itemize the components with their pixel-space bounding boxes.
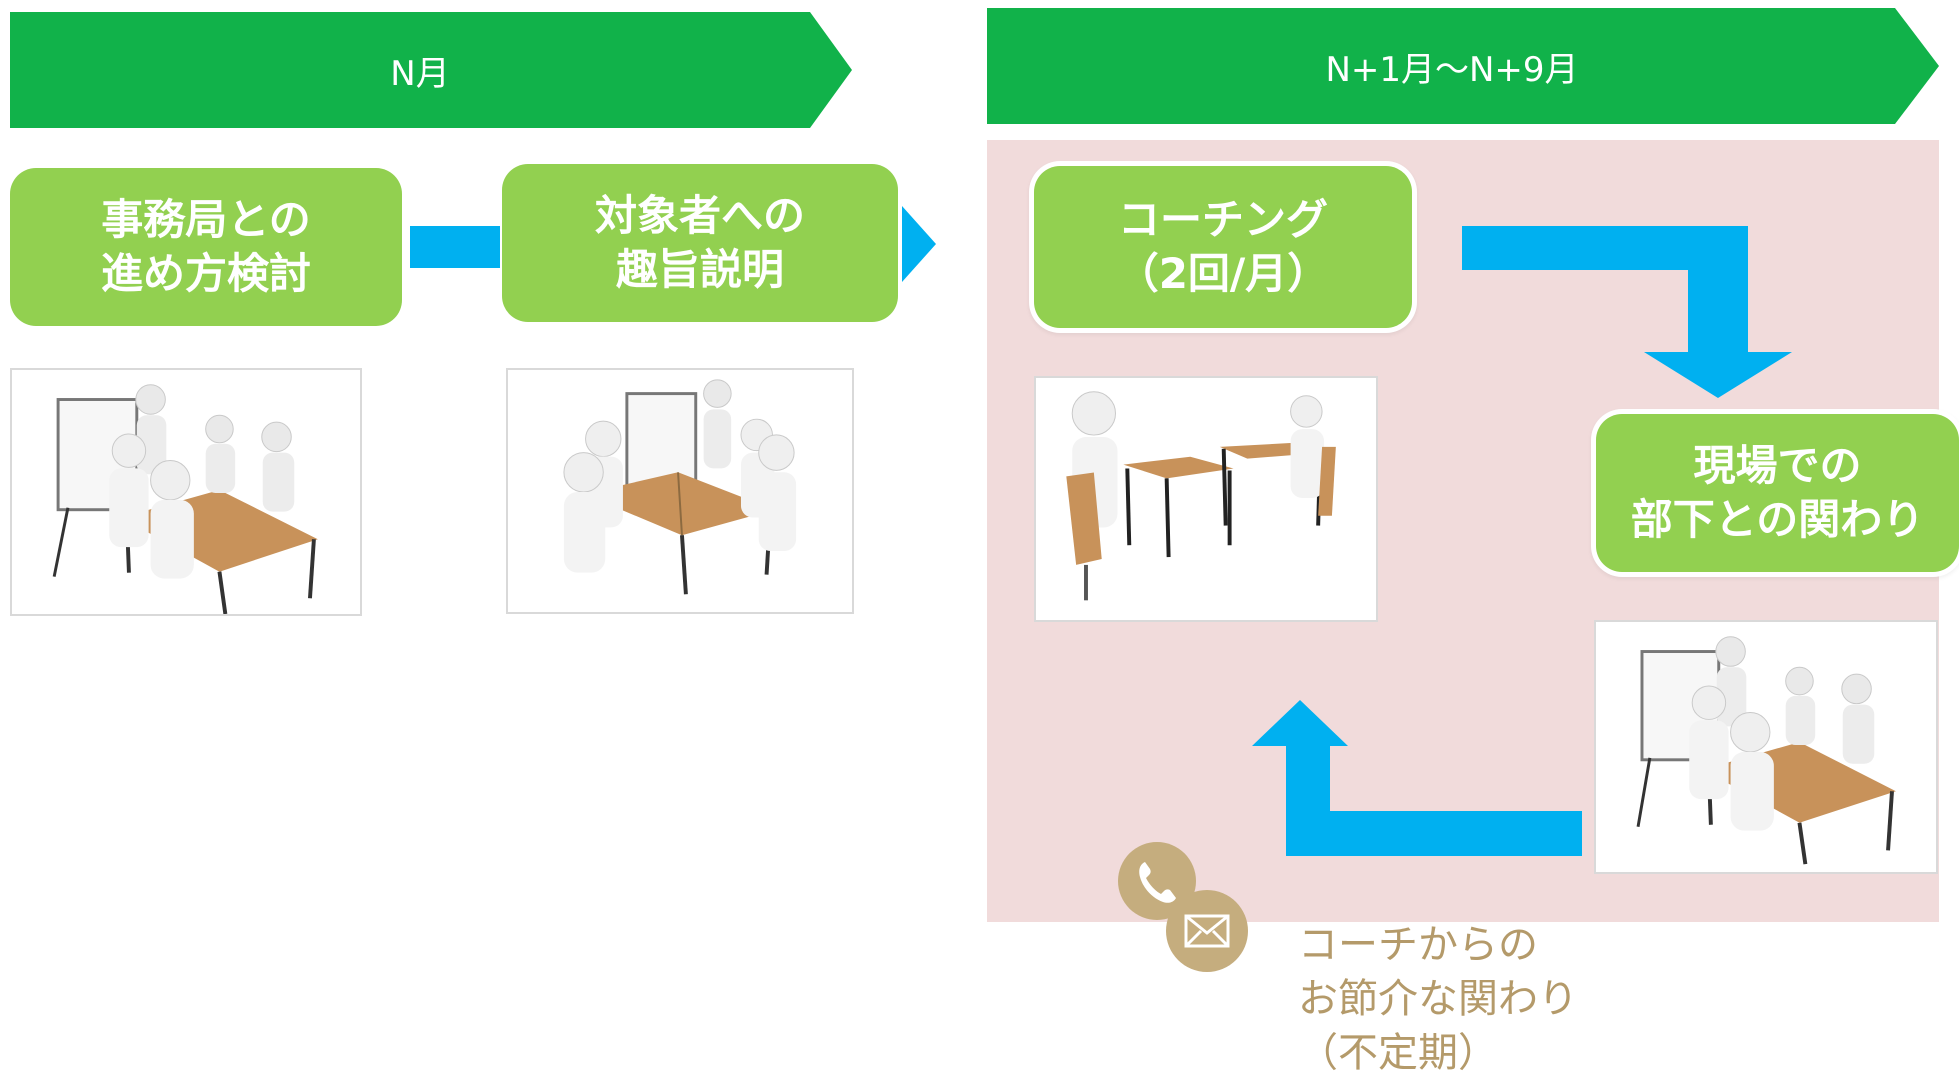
step-coaching-line1: コーチング [1117,195,1328,244]
step-briefing-line1: 対象者への [594,191,805,240]
next-phase-arrow [902,206,936,282]
step-briefing-line2: 趣旨説明 [615,245,784,294]
step-workplace-line1: 現場での [1693,441,1862,490]
note-line1: コーチからの [1298,922,1538,968]
phase-label-n1-n9: N+1月～N+9月 [1325,49,1579,90]
workplace-meeting-photo [1594,620,1938,874]
step-workplace: 現場での 部下との関わり [1596,414,1959,572]
step-briefing: 対象者への 趣旨説明 [502,164,898,322]
step-kickoff-line2: 進め方検討 [100,249,311,298]
step-workplace-line2: 部下との関わり [1630,495,1925,544]
step-coaching-line2: （2回/月） [1116,249,1330,298]
meeting-photo-briefing [506,368,854,614]
phone-icon [1118,842,1196,920]
phase-label-n: N月 [390,53,450,94]
note-line3: （不定期） [1298,1030,1498,1076]
step-kickoff-line1: 事務局との [101,195,311,244]
mail-icon [1166,890,1248,972]
coach-followup-note: コーチからの お節介な関わり （不定期） [1298,918,1678,1080]
arrow-workplace-to-coaching [1252,700,1582,856]
connector-bar [410,226,500,268]
step-kickoff: 事務局との 進め方検討 [10,168,402,326]
coaching-photo [1034,376,1378,622]
phase-chevron-n1-n9 [987,8,1939,124]
step-coaching: コーチング （2回/月） [1034,166,1412,328]
note-line2: お節介な関わり [1298,976,1578,1022]
meeting-photo-kickoff [10,368,362,616]
phase-chevron-n [10,12,852,128]
arrow-coaching-to-workplace [1462,226,1792,398]
